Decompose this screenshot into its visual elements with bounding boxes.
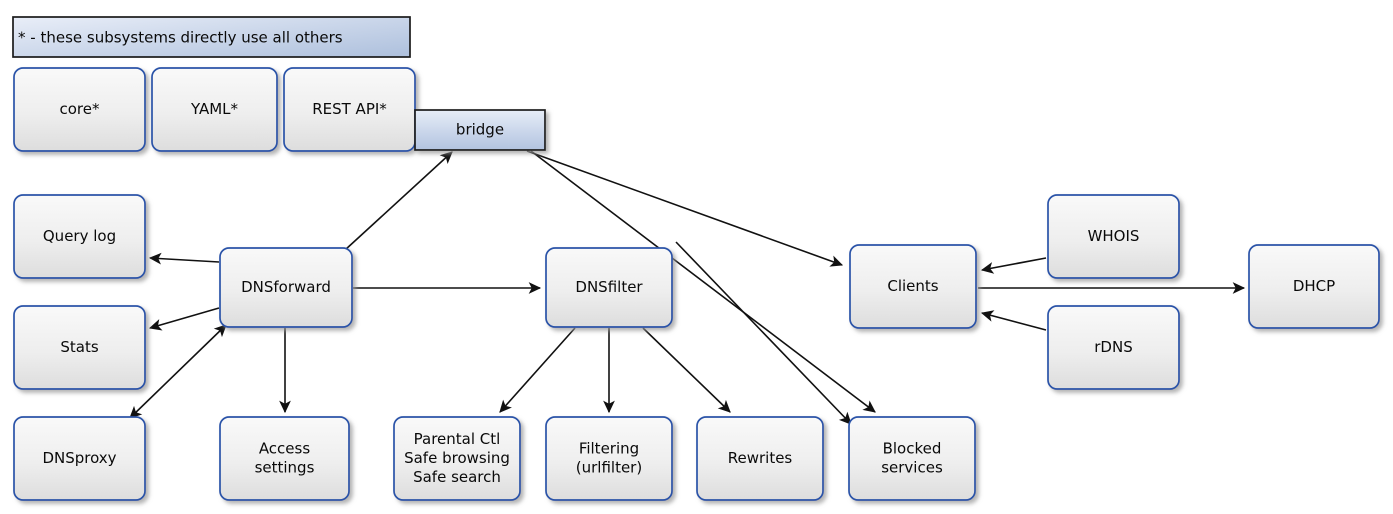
node-rdns[interactable]: rDNS bbox=[1047, 305, 1180, 390]
node-yaml[interactable]: YAML* bbox=[151, 67, 278, 152]
node-label-clients: Clients bbox=[887, 277, 938, 295]
node-box-rewrites[interactable] bbox=[696, 416, 824, 501]
node-box-dnsproxy[interactable] bbox=[13, 416, 146, 501]
node-box-accessset[interactable] bbox=[219, 416, 350, 501]
node-restapi[interactable]: REST API* bbox=[283, 67, 416, 152]
node-label-stats: Stats bbox=[60, 338, 98, 356]
node-label-bridge: bridge bbox=[456, 121, 504, 139]
node-box-clients[interactable] bbox=[849, 244, 977, 329]
node-label-parental: Safe browsing bbox=[404, 449, 510, 467]
edge-dnsfilter-to-rewrites bbox=[642, 327, 731, 413]
edge-dnsforward-to-stats bbox=[148, 307, 220, 331]
node-label-parental: Parental Ctl bbox=[414, 430, 501, 448]
node-label-dnsforward: DNSforward bbox=[241, 278, 331, 296]
edge-dnsforward-to-bridge bbox=[344, 151, 453, 251]
node-label-rewrites: Rewrites bbox=[728, 449, 793, 467]
node-box-core[interactable] bbox=[13, 67, 146, 152]
node-whois[interactable]: WHOIS bbox=[1047, 194, 1180, 279]
node-label-accessset: Access bbox=[259, 440, 311, 458]
edge-dnsforward-to-querylog bbox=[148, 252, 220, 265]
node-box-rdns[interactable] bbox=[1047, 305, 1180, 390]
node-box-yaml[interactable] bbox=[151, 67, 278, 152]
edge-dnsforward-dnsproxy bbox=[129, 324, 227, 419]
legend-box bbox=[12, 16, 411, 58]
node-label-dhcp: DHCP bbox=[1293, 277, 1335, 295]
node-label-dnsfilter: DNSfilter bbox=[575, 278, 643, 296]
node-bridge[interactable]: bridge bbox=[414, 109, 546, 151]
edge-rdns-to-clients bbox=[980, 310, 1047, 331]
node-box-dnsforward[interactable] bbox=[219, 247, 353, 328]
edges-layer bbox=[129, 150, 1246, 425]
node-dnsproxy[interactable]: DNSproxy bbox=[13, 416, 146, 501]
node-label-blocked: Blocked bbox=[883, 440, 942, 458]
edge-bridge-to-clients bbox=[526, 150, 844, 267]
node-label-parental: Safe search bbox=[413, 468, 501, 486]
node-box-bridge[interactable] bbox=[414, 109, 546, 151]
node-box-blocked[interactable] bbox=[848, 416, 976, 501]
node-box-dhcp[interactable] bbox=[1248, 244, 1380, 329]
legend-note: * - these subsystems directly use all ot… bbox=[12, 16, 411, 58]
node-dnsfilter[interactable]: DNSfilter bbox=[545, 247, 673, 328]
node-label-filtering: (urlfilter) bbox=[576, 459, 642, 477]
node-core[interactable]: core* bbox=[13, 67, 146, 152]
legend-layer: * - these subsystems directly use all ot… bbox=[12, 16, 411, 58]
node-label-yaml: YAML* bbox=[190, 100, 239, 118]
legend-text: * - these subsystems directly use all ot… bbox=[18, 29, 343, 47]
node-label-filtering: Filtering bbox=[579, 440, 639, 458]
node-label-rdns: rDNS bbox=[1094, 338, 1132, 356]
node-box-dnsfilter[interactable] bbox=[545, 247, 673, 328]
edge-bridge-to-blocked bbox=[530, 150, 876, 413]
node-label-blocked: services bbox=[881, 459, 943, 477]
node-box-stats[interactable] bbox=[13, 305, 146, 390]
node-dhcp[interactable]: DHCP bbox=[1248, 244, 1380, 329]
node-label-restapi: REST API* bbox=[312, 100, 387, 118]
node-querylog[interactable]: Query log bbox=[13, 194, 146, 279]
node-label-dnsproxy: DNSproxy bbox=[42, 449, 116, 467]
node-box-whois[interactable] bbox=[1047, 194, 1180, 279]
edge-dnsfilter-to-parental bbox=[499, 327, 576, 413]
node-rewrites[interactable]: Rewrites bbox=[696, 416, 824, 501]
node-label-core: core* bbox=[60, 100, 100, 118]
node-label-whois: WHOIS bbox=[1088, 227, 1140, 245]
node-clients[interactable]: Clients bbox=[849, 244, 977, 329]
node-box-querylog[interactable] bbox=[13, 194, 146, 279]
node-label-querylog: Query log bbox=[43, 227, 116, 245]
edge-whois-to-clients bbox=[980, 257, 1047, 274]
node-box-parental[interactable] bbox=[393, 416, 521, 501]
node-stats[interactable]: Stats bbox=[13, 305, 146, 390]
node-label-accessset: settings bbox=[255, 459, 315, 477]
edge-dnsfilter-to-blocked bbox=[675, 241, 852, 425]
node-filtering[interactable]: Filtering(urlfilter) bbox=[545, 416, 673, 501]
node-dnsforward[interactable]: DNSforward bbox=[219, 247, 353, 328]
node-box-filtering[interactable] bbox=[545, 416, 673, 501]
